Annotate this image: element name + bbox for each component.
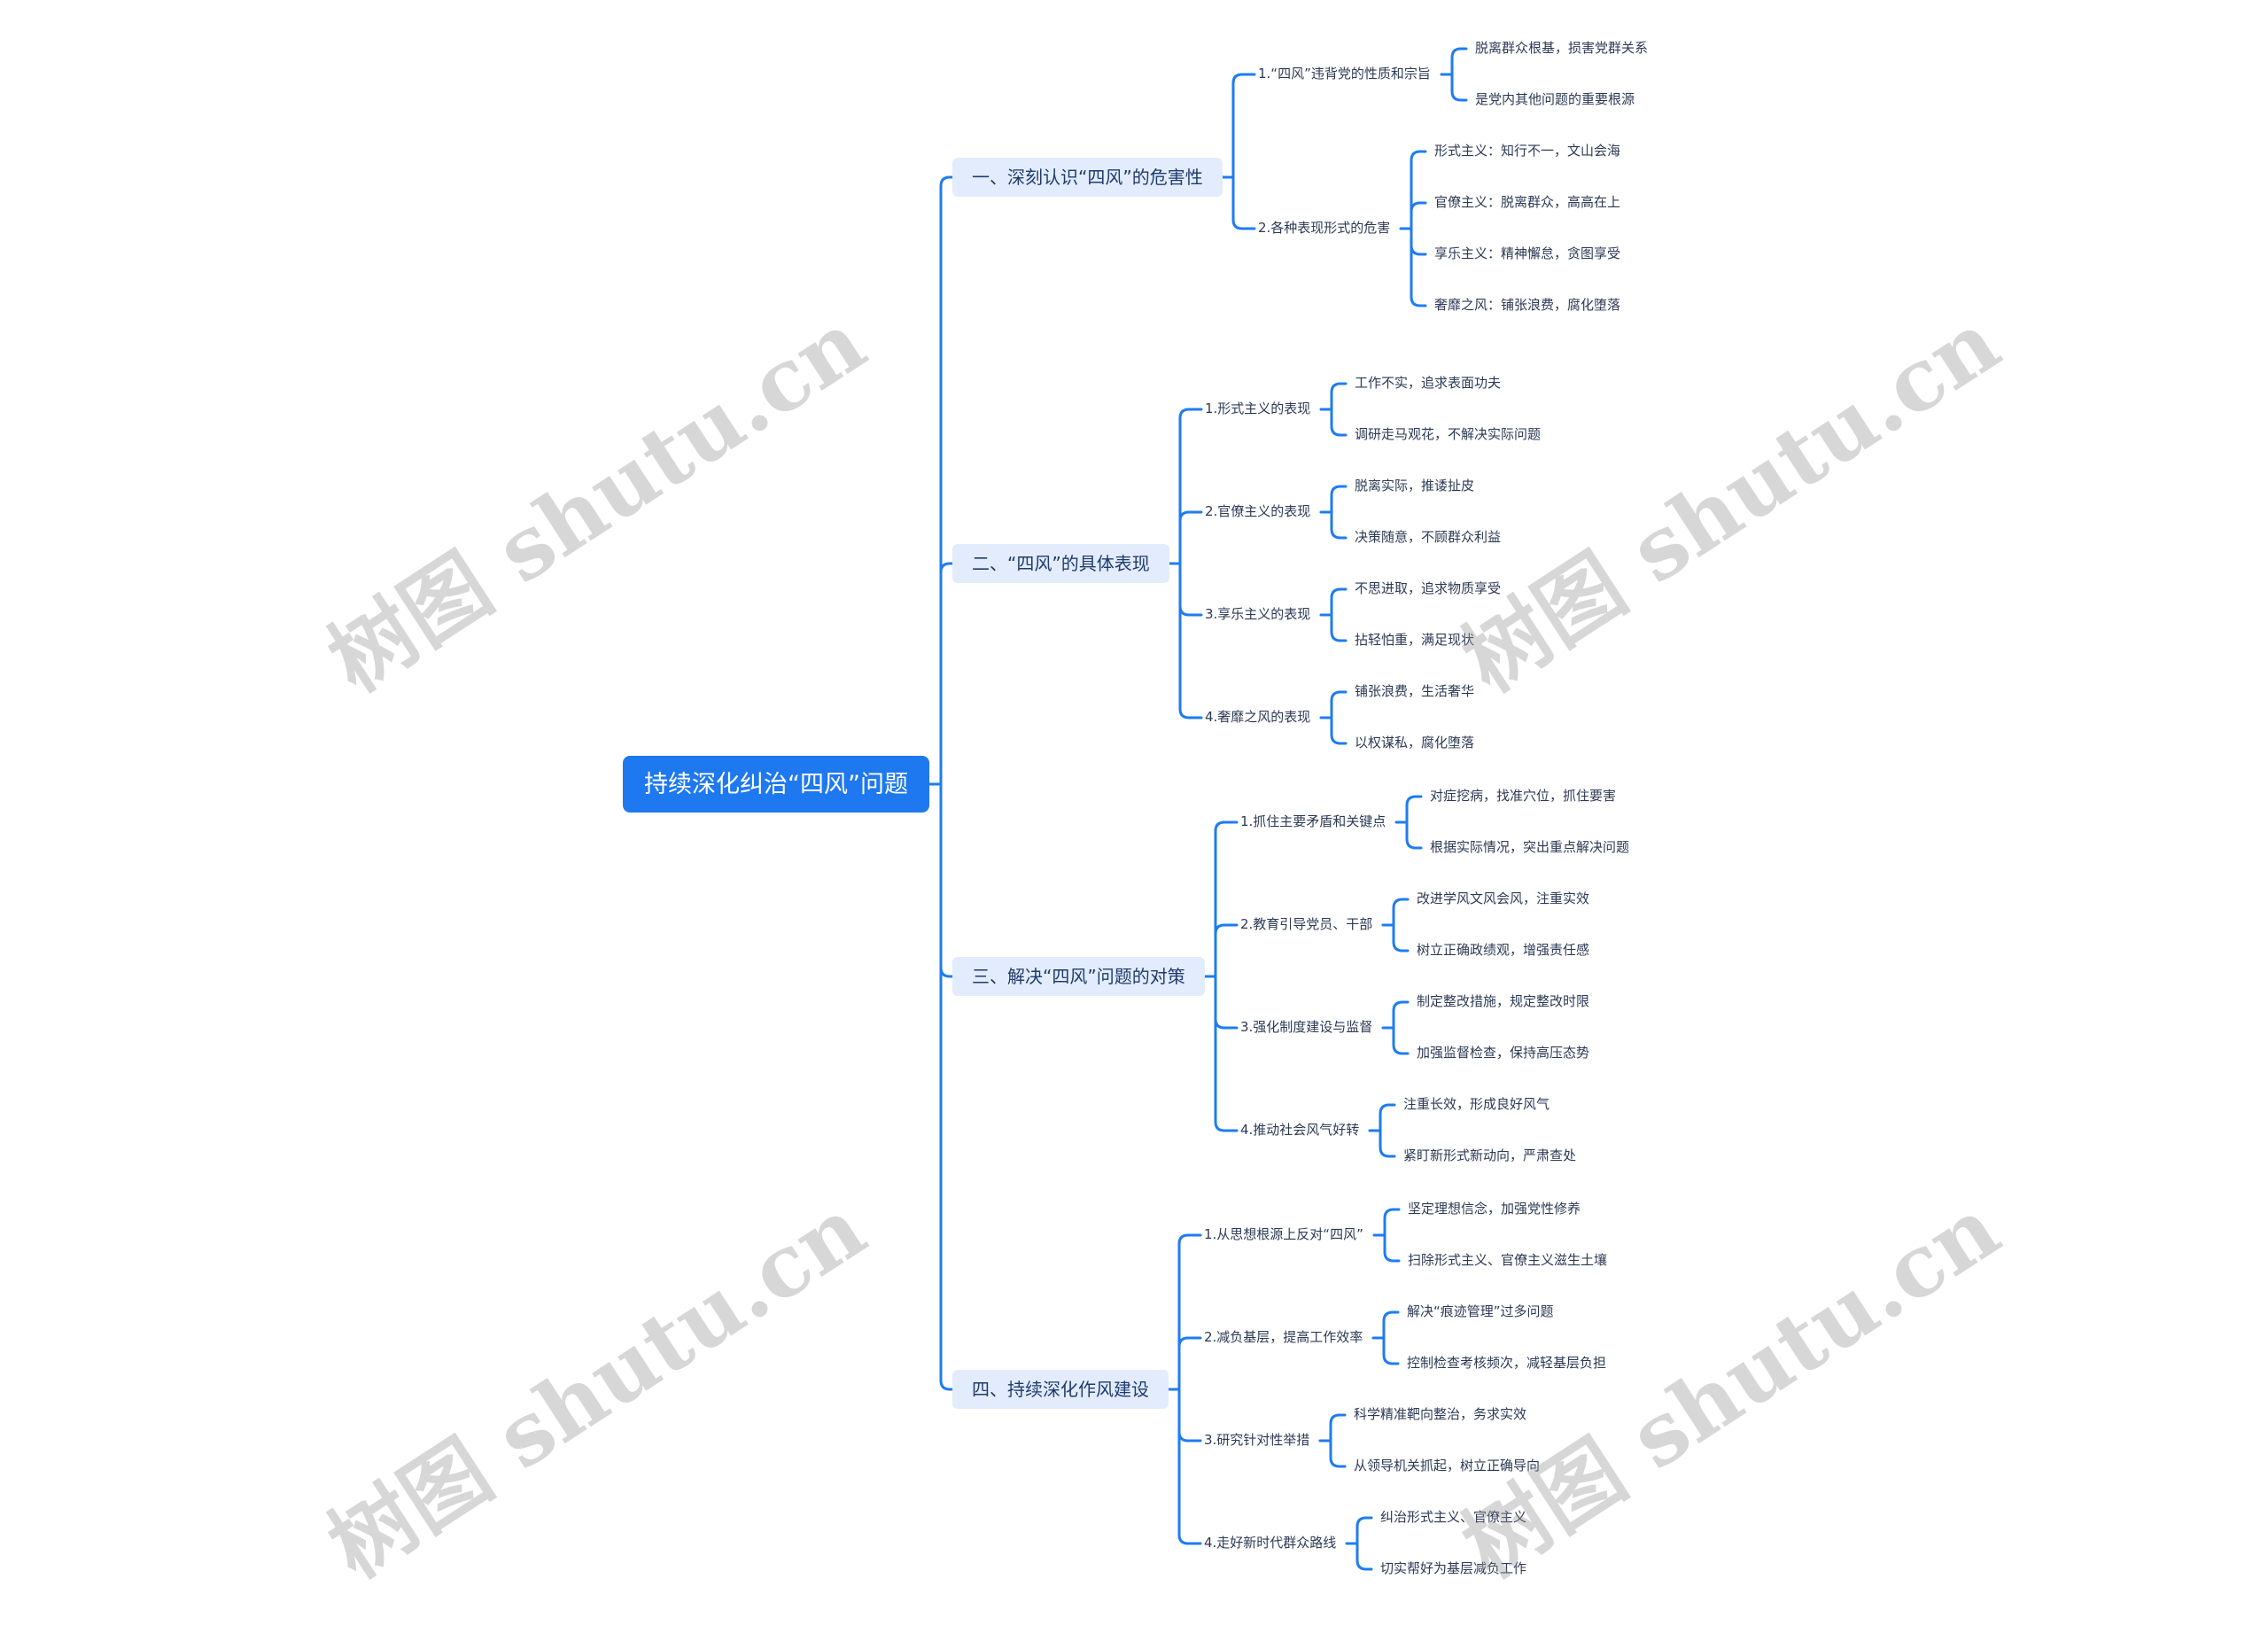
connector <box>1329 1439 1347 1468</box>
connector <box>1410 227 1427 307</box>
sub-topic[interactable]: 2.减负基层，提高工作效率 <box>1204 1329 1363 1345</box>
sub-topic[interactable]: 2.教育引导党员、干部 <box>1240 916 1373 932</box>
leaf-topic[interactable]: 享乐主义：精神懈怠，贪图享受 <box>1434 245 1621 261</box>
connector <box>1392 898 1410 927</box>
connector <box>939 175 954 786</box>
leaf-topic[interactable]: 注重长效，形成良好风气 <box>1403 1096 1550 1112</box>
connector <box>1178 510 1203 565</box>
connector <box>1410 150 1427 230</box>
connector <box>1330 408 1348 437</box>
leaf-topic[interactable]: 纠治形式主义、官僚主义 <box>1380 1509 1527 1525</box>
leaf-topic[interactable]: 不思进取，追求物质享受 <box>1355 580 1502 596</box>
connector <box>1383 1208 1401 1237</box>
leaf-topic[interactable]: 形式主义：知行不一，文山会海 <box>1434 143 1621 159</box>
leaf-topic[interactable]: 以权谋私，腐化堕落 <box>1355 735 1475 750</box>
leaf-topic[interactable]: 铺张浪费，生活奢华 <box>1355 683 1475 699</box>
connector <box>1450 73 1468 102</box>
connector <box>1392 1000 1410 1030</box>
leaf-topic[interactable]: 制定整改措施，规定整改时限 <box>1417 993 1590 1009</box>
leaf-topic[interactable]: 官僚主义：脱离群众，高高在上 <box>1434 194 1621 210</box>
connector <box>1231 175 1256 230</box>
leaf-topic[interactable]: 紧盯新形式新动向，严肃查处 <box>1403 1147 1577 1163</box>
leaf-topic[interactable]: 控制检查考核频次，减轻基层负担 <box>1407 1355 1607 1371</box>
leaf-topic[interactable]: 切实帮好为基层减负工作 <box>1380 1560 1527 1576</box>
leaf-topic[interactable]: 脱离群众根基，损害党群关系 <box>1475 40 1649 56</box>
connector <box>1214 975 1239 1030</box>
connector <box>939 782 954 978</box>
connector <box>1405 795 1423 824</box>
leaf-topic[interactable]: 科学精准靶向整治，务求实效 <box>1354 1406 1527 1422</box>
sub-topic[interactable]: 1.抓住主要矛盾和关键点 <box>1240 813 1386 829</box>
connector <box>1214 975 1239 1132</box>
connector <box>1330 613 1348 642</box>
leaf-topic[interactable]: 从领导机关抓起，树立正确导向 <box>1354 1458 1541 1474</box>
sub-topic[interactable]: 1.从思想根源上反对“四风” <box>1204 1226 1363 1242</box>
sub-topic[interactable]: 1.“四风”违背党的性质和宗旨 <box>1258 66 1431 82</box>
connector <box>1178 562 1203 617</box>
branch-node[interactable]: 一、深刻认识“四风”的危害性 <box>952 158 1223 197</box>
connector <box>1405 820 1423 850</box>
connector <box>1330 587 1348 617</box>
connector <box>1177 1388 1202 1442</box>
leaf-topic[interactable]: 坚定理想信念，加强党性修养 <box>1408 1201 1581 1217</box>
connector <box>1330 510 1348 540</box>
leaf-topic[interactable]: 扫除形式主义、官僚主义滋生土壤 <box>1408 1252 1608 1268</box>
leaf-topic[interactable]: 对症挖病，找准穴位，抓住要害 <box>1430 788 1617 804</box>
leaf-topic[interactable]: 决策随意，不顾群众利益 <box>1355 529 1502 545</box>
connector <box>939 782 954 1391</box>
connector <box>1379 1103 1396 1132</box>
sub-topic[interactable]: 3.研究针对性举措 <box>1204 1432 1310 1448</box>
sub-topic[interactable]: 4.推动社会风气好转 <box>1240 1122 1360 1138</box>
connector <box>1330 485 1348 514</box>
root-node[interactable]: 持续深化纠治“四风”问题 <box>623 756 929 813</box>
connector <box>1177 1336 1202 1391</box>
connector <box>1392 923 1410 953</box>
connector <box>939 562 954 786</box>
connector <box>1410 227 1427 256</box>
connector <box>1177 1233 1202 1391</box>
connector <box>1382 1310 1400 1340</box>
connector <box>1178 562 1203 719</box>
connector <box>1382 1336 1400 1365</box>
leaf-topic[interactable]: 拈轻怕重，满足现状 <box>1355 632 1475 648</box>
sub-topic[interactable]: 1.形式主义的表现 <box>1205 400 1311 416</box>
leaf-topic[interactable]: 脱离实际，推诿扯皮 <box>1355 478 1475 494</box>
sub-topic[interactable]: 4.走好新时代群众路线 <box>1204 1535 1337 1551</box>
leaf-topic[interactable]: 改进学风文风会风，注重实效 <box>1417 890 1590 906</box>
connector <box>1329 1413 1347 1442</box>
leaf-topic[interactable]: 加强监督检查，保持高压态势 <box>1417 1045 1590 1061</box>
branch-node[interactable]: 二、“四风”的具体表现 <box>952 544 1169 583</box>
connector <box>1392 1026 1410 1055</box>
connector <box>1379 1129 1396 1158</box>
sub-topic[interactable]: 3.享乐主义的表现 <box>1205 606 1311 622</box>
connector <box>1330 716 1348 745</box>
connector <box>1214 923 1239 978</box>
connector <box>1177 1388 1202 1545</box>
connector <box>1330 690 1348 719</box>
sub-topic[interactable]: 2.官僚主义的表现 <box>1205 503 1311 519</box>
connector <box>1214 820 1239 978</box>
branch-node[interactable]: 四、持续深化作风建设 <box>952 1370 1169 1409</box>
connector <box>1231 73 1256 179</box>
connector <box>1330 382 1348 411</box>
sub-topic[interactable]: 2.各种表现形式的危害 <box>1258 220 1391 236</box>
leaf-topic[interactable]: 解决“痕迹管理”过多问题 <box>1407 1303 1554 1319</box>
leaf-topic[interactable]: 树立正确政绩观，增强责任感 <box>1417 942 1590 958</box>
connector <box>1355 1542 1373 1571</box>
leaf-topic[interactable]: 工作不实，追求表面功夫 <box>1355 375 1502 391</box>
branch-node[interactable]: 三、解决“四风”问题的对策 <box>952 957 1205 996</box>
connector <box>1355 1516 1373 1545</box>
leaf-topic[interactable]: 调研走马观花，不解决实际问题 <box>1355 426 1542 442</box>
connector <box>1178 408 1203 565</box>
sub-topic[interactable]: 3.强化制度建设与监督 <box>1240 1019 1373 1035</box>
leaf-topic[interactable]: 奢靡之风：铺张浪费，腐化堕落 <box>1434 297 1621 313</box>
connector <box>1383 1233 1401 1263</box>
connector <box>1450 47 1468 76</box>
leaf-topic[interactable]: 是党内其他问题的重要根源 <box>1475 91 1635 107</box>
leaf-topic[interactable]: 根据实际情况，突出重点解决问题 <box>1430 839 1630 855</box>
connector <box>1410 201 1427 230</box>
sub-topic[interactable]: 4.奢靡之风的表现 <box>1205 709 1311 725</box>
